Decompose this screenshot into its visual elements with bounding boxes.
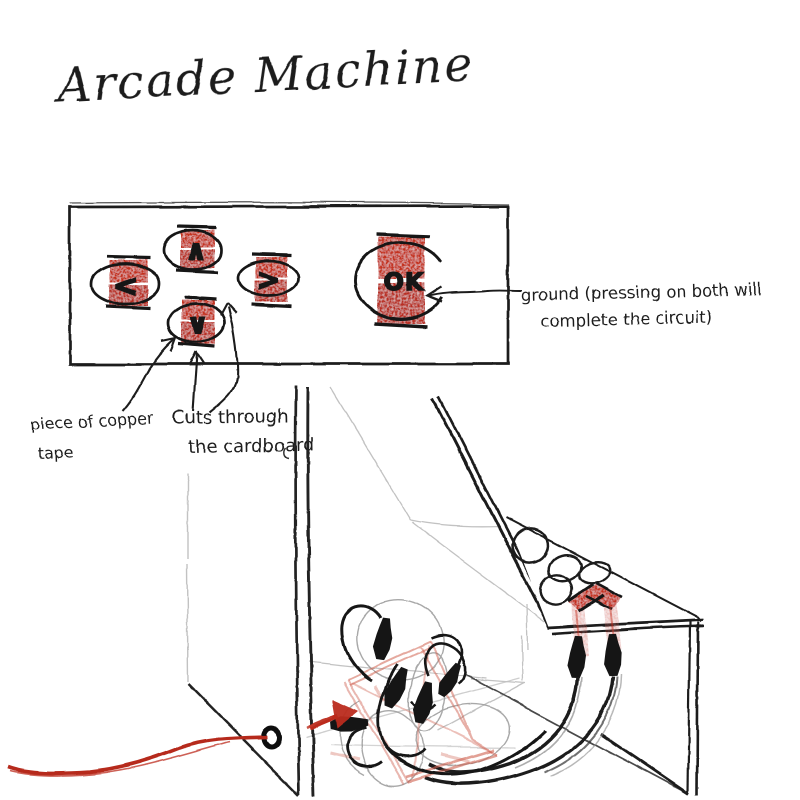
arrow-cuts-curved (209, 302, 239, 413)
wire (377, 663, 425, 759)
tape-edge-line (104, 255, 151, 310)
deck-front-edge (548, 618, 704, 630)
tape-edge-line (373, 232, 430, 329)
deck-front-edge (552, 624, 705, 636)
button-ellipse (353, 241, 444, 321)
panel-border (68, 201, 510, 366)
svg-text:Cuts through: Cuts through (172, 406, 289, 429)
button-down (166, 295, 226, 349)
deck-copper-tape (567, 581, 623, 658)
wire (429, 633, 462, 669)
button-right (236, 252, 300, 308)
symbol-up: ∧ (185, 236, 206, 266)
button-ok (353, 232, 444, 329)
wire (424, 675, 615, 786)
arrowhead (333, 699, 360, 729)
button-hole (576, 560, 612, 584)
arrowhead (219, 302, 237, 317)
copper-tape-up (179, 230, 215, 269)
arrow-copper-to-tape (121, 336, 177, 413)
tape-edge-line (175, 225, 219, 274)
floor-diagonal (463, 673, 690, 795)
wire (423, 641, 466, 686)
red-wire (306, 715, 334, 730)
panel-edge (294, 385, 301, 796)
symbol-right: > (256, 263, 279, 296)
svg-text:tape: tape (37, 443, 74, 463)
cabinet-side (463, 616, 702, 796)
tangle-wires (340, 604, 547, 777)
button-left (89, 255, 161, 310)
button-ellipse (162, 229, 224, 271)
tape-edge-line (250, 252, 292, 308)
button-ellipse (236, 259, 300, 297)
annotation-arrows (121, 302, 239, 413)
button-up (162, 225, 224, 274)
deck-back-edge (505, 516, 698, 618)
button-ellipse (166, 302, 226, 344)
arrow-cuts-up (188, 351, 205, 412)
panel-edge (306, 387, 316, 798)
button-hole (511, 526, 549, 564)
button-hole (538, 572, 574, 606)
direction-symbols: < ∧ ∨ > OK (113, 235, 425, 341)
panel-ink (89, 225, 444, 349)
deck-clips (424, 633, 623, 786)
cabinet-bottom-edge (600, 732, 690, 796)
wire (427, 677, 580, 775)
tape-edge-line (178, 295, 217, 349)
wire (543, 675, 618, 773)
panel-scratch (283, 447, 290, 459)
deck-surface (506, 517, 701, 631)
ground-connector-arrow (425, 286, 522, 304)
svg-text:the cardboard: the cardboard (188, 435, 315, 458)
symbol-left: < (113, 269, 138, 304)
wire (345, 726, 383, 769)
wire (382, 728, 547, 777)
control-deck (505, 516, 705, 658)
arrowhead (188, 351, 205, 366)
arrowhead (425, 286, 444, 304)
clip-wires (424, 673, 622, 786)
wire (340, 604, 383, 682)
red-wire (9, 741, 231, 777)
cardboard-panel (186, 385, 316, 798)
wire (514, 677, 583, 768)
wire (549, 673, 622, 777)
symbol-down: ∨ (187, 310, 208, 340)
symbol-ok: OK (384, 268, 425, 296)
red-wire (7, 735, 268, 776)
red-arrow (309, 699, 360, 731)
red-wire-through-panel (7, 715, 334, 777)
wire-tangle (309, 598, 547, 787)
panel-diagram: < ∧ ∨ > OK ground (pressing on both will… (29, 201, 762, 463)
panel-faint-edge (186, 473, 189, 683)
button-ellipse (89, 263, 161, 305)
cabinet-sketch (7, 385, 705, 798)
svg-text:complete the circuit): complete the circuit) (541, 308, 713, 331)
annotation-cuts: Cuts through the cardboard (172, 406, 315, 458)
panel-bottom-edge (187, 683, 300, 797)
arrowhead (161, 336, 177, 353)
